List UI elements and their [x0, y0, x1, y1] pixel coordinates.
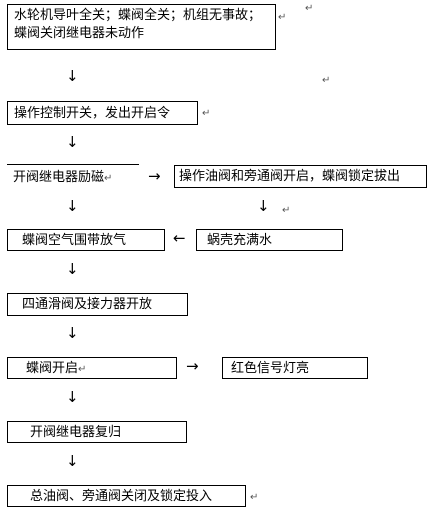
left-arrow: ← [173, 229, 186, 247]
paragraph-mark-icon: ↵ [104, 173, 113, 184]
down-arrow: ↓ [257, 197, 270, 215]
paragraph-mark-icon: ↵ [305, 3, 314, 14]
four-way-valve-box: 四通滑阀及接力器开放 [7, 293, 188, 316]
condition-box: 水轮机导叶全关；蝶阀全关；机组无事故；蝶阀关闭继电器未动作 [7, 4, 276, 50]
down-arrow: ↓ [66, 324, 79, 342]
operate-switch-box: 操作控制开关，发出开启令 [7, 101, 198, 125]
butterfly-open-text: 蝶阀开启 [26, 361, 79, 376]
oil-valve-text: 操作油阀和旁通阀开启，蝶阀锁定拔出 [179, 169, 401, 184]
paragraph-mark-icon: ↵ [202, 108, 211, 119]
open-relay-top-line [7, 164, 139, 165]
down-arrow: ↓ [66, 452, 79, 470]
down-arrow: ↓ [66, 133, 79, 151]
paragraph-mark-icon: ↵ [78, 364, 87, 375]
four-way-valve-text: 四通滑阀及接力器开放 [22, 297, 153, 312]
red-light-box: 红色信号灯亮 [222, 357, 368, 379]
down-arrow: ↓ [66, 388, 79, 406]
oil-valve-close-box: 总油阀、旁通阀关闭及锁定投入 [7, 485, 246, 507]
down-arrow: ↓ [66, 197, 79, 215]
open-relay-text: 开阀继电器励磁 [13, 170, 105, 185]
relay-reset-text: 开阀继电器复归 [30, 425, 122, 440]
spiral-case-text: 蜗壳充满水 [207, 233, 273, 248]
right-arrow: → [148, 167, 161, 185]
operate-switch-text: 操作控制开关，发出开启令 [14, 106, 171, 121]
condition-text: 水轮机导叶全关；蝶阀全关；机组无事故；蝶阀关闭继电器未动作 [14, 8, 262, 41]
right-arrow: → [186, 357, 199, 375]
red-light-text: 红色信号灯亮 [231, 361, 310, 376]
butterfly-open-box: 蝶阀开启↵ [7, 357, 177, 379]
paragraph-mark-icon: ↵ [278, 12, 287, 23]
down-arrow: ↓ [66, 67, 79, 85]
down-arrow: ↓ [66, 260, 79, 278]
oil-valve-close-text: 总油阀、旁通阀关闭及锁定投入 [30, 489, 213, 504]
relay-reset-box: 开阀继电器复归 [7, 421, 187, 443]
paragraph-mark-icon: ↵ [282, 205, 291, 216]
paragraph-mark-icon: ↵ [322, 75, 331, 86]
spiral-case-box: 蜗壳充满水 [196, 229, 343, 251]
air-seal-text: 蝶阀空气围带放气 [22, 233, 127, 248]
paragraph-mark-icon: ↵ [250, 492, 259, 503]
oil-valve-box: 操作油阀和旁通阀开启，蝶阀锁定拔出 [174, 165, 427, 188]
open-relay-box: 开阀继电器励磁↵ [13, 168, 112, 187]
air-seal-box: 蝶阀空气围带放气 [7, 229, 165, 251]
